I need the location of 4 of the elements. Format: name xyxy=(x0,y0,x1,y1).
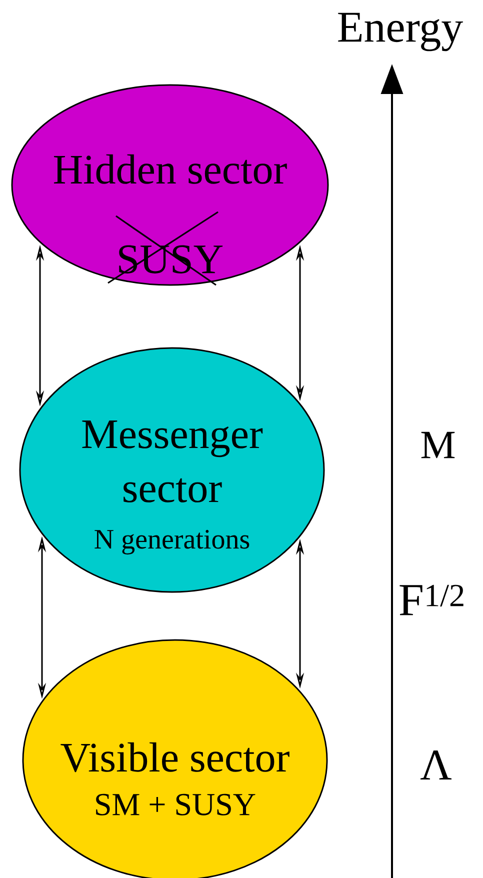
axis-label: Energy xyxy=(338,12,463,52)
axis-label: F$^{1/2}$ xyxy=(400,584,464,616)
axis-label: Λ xyxy=(420,750,452,780)
axis-label: M xyxy=(421,432,455,458)
